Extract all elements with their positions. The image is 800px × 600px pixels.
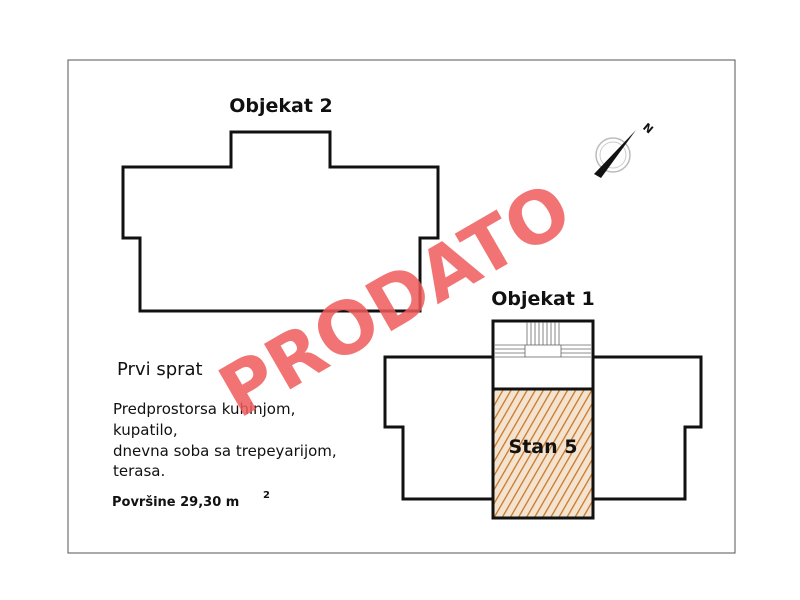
area-label: Površine 29,30 m [112,495,239,510]
objekat-1-label: Objekat 1 [491,288,595,310]
stan-5-unit[interactable] [491,387,595,520]
svg-text:N: N [640,121,655,137]
floor-label: Prvi sprat [117,359,203,380]
stan-5-label: Stan 5 [509,436,578,458]
description-line: Predprostorsa kuhinjom, [113,400,295,418]
frame [67,59,736,554]
objekat-2-label: Objekat 2 [229,95,333,117]
area-superscript: 2 [263,490,270,501]
description-line: kupatilo, [113,421,178,439]
objekat-1-left-wing [383,355,493,501]
objekat-1-right-wing [593,355,703,501]
stairs [495,322,591,358]
description-line: dnevna soba sa trepeyarijom, [113,442,337,460]
description-line: terasa. [113,462,165,480]
compass-icon: N [594,121,656,178]
objekat-2-outline [121,130,440,313]
